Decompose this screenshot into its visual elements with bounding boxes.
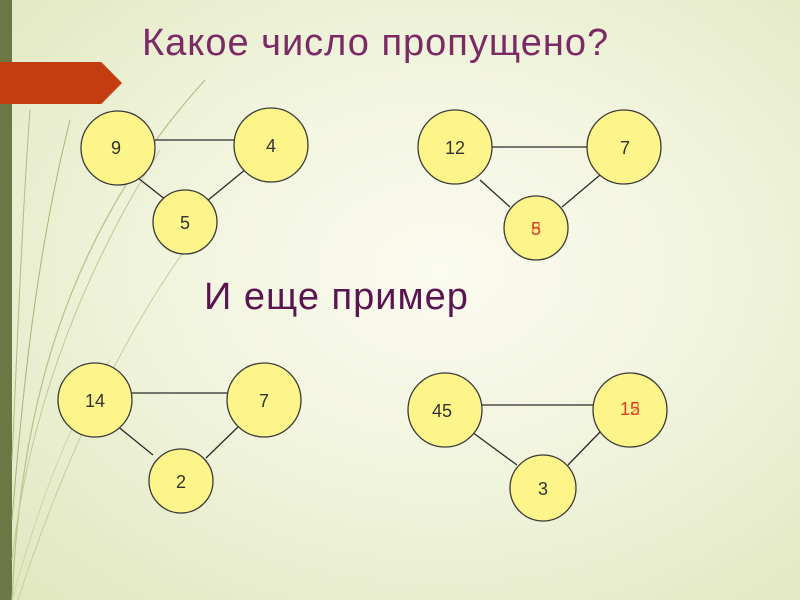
svg-text:9: 9	[111, 138, 121, 158]
puzzle-2-answer-overlay: 8	[531, 219, 541, 239]
puzzle-4-node-2: 15 12	[592, 372, 668, 448]
puzzle-2: 12 7 5 8	[417, 109, 662, 261]
svg-text:12: 12	[445, 138, 465, 158]
puzzle-4-node-3: 3	[509, 454, 577, 522]
puzzle-2-node-1: 12	[417, 109, 493, 185]
svg-text:2: 2	[176, 472, 186, 492]
svg-text:14: 14	[85, 391, 105, 411]
puzzle-4-node-1: 45	[407, 372, 483, 448]
puzzle-4: 45 15 12 3	[407, 372, 668, 522]
puzzle-1-node-1: 9	[80, 110, 156, 186]
puzzle-2-node-2: 7	[586, 109, 662, 185]
title-accent-arrow	[0, 62, 122, 104]
left-accent-bar	[0, 0, 12, 600]
puzzle-1: 9 4 5	[80, 107, 309, 255]
svg-text:3: 3	[538, 479, 548, 499]
puzzle-2-answer: 5	[531, 219, 541, 239]
puzzle-3: 14 7 2	[57, 362, 302, 514]
puzzle-1-node-3: 5	[152, 189, 218, 255]
svg-text:7: 7	[620, 138, 630, 158]
svg-text:7: 7	[259, 391, 269, 411]
puzzle-3-node-3: 2	[148, 448, 214, 514]
slide-subtitle: И еще пример	[204, 276, 469, 318]
svg-text:45: 45	[432, 401, 452, 421]
puzzle-4-answer-overlay: 12	[620, 399, 640, 419]
puzzle-3-node-2: 7	[226, 362, 302, 438]
puzzle-4-answer: 15	[620, 399, 640, 419]
slide-title: Какое число пропущено?	[142, 22, 610, 64]
svg-text:5: 5	[180, 213, 190, 233]
svg-text:4: 4	[266, 136, 276, 156]
puzzle-1-node-2: 4	[233, 107, 309, 183]
puzzle-3-node-1: 14	[57, 362, 133, 438]
puzzle-2-node-3: 5 8	[503, 195, 569, 261]
